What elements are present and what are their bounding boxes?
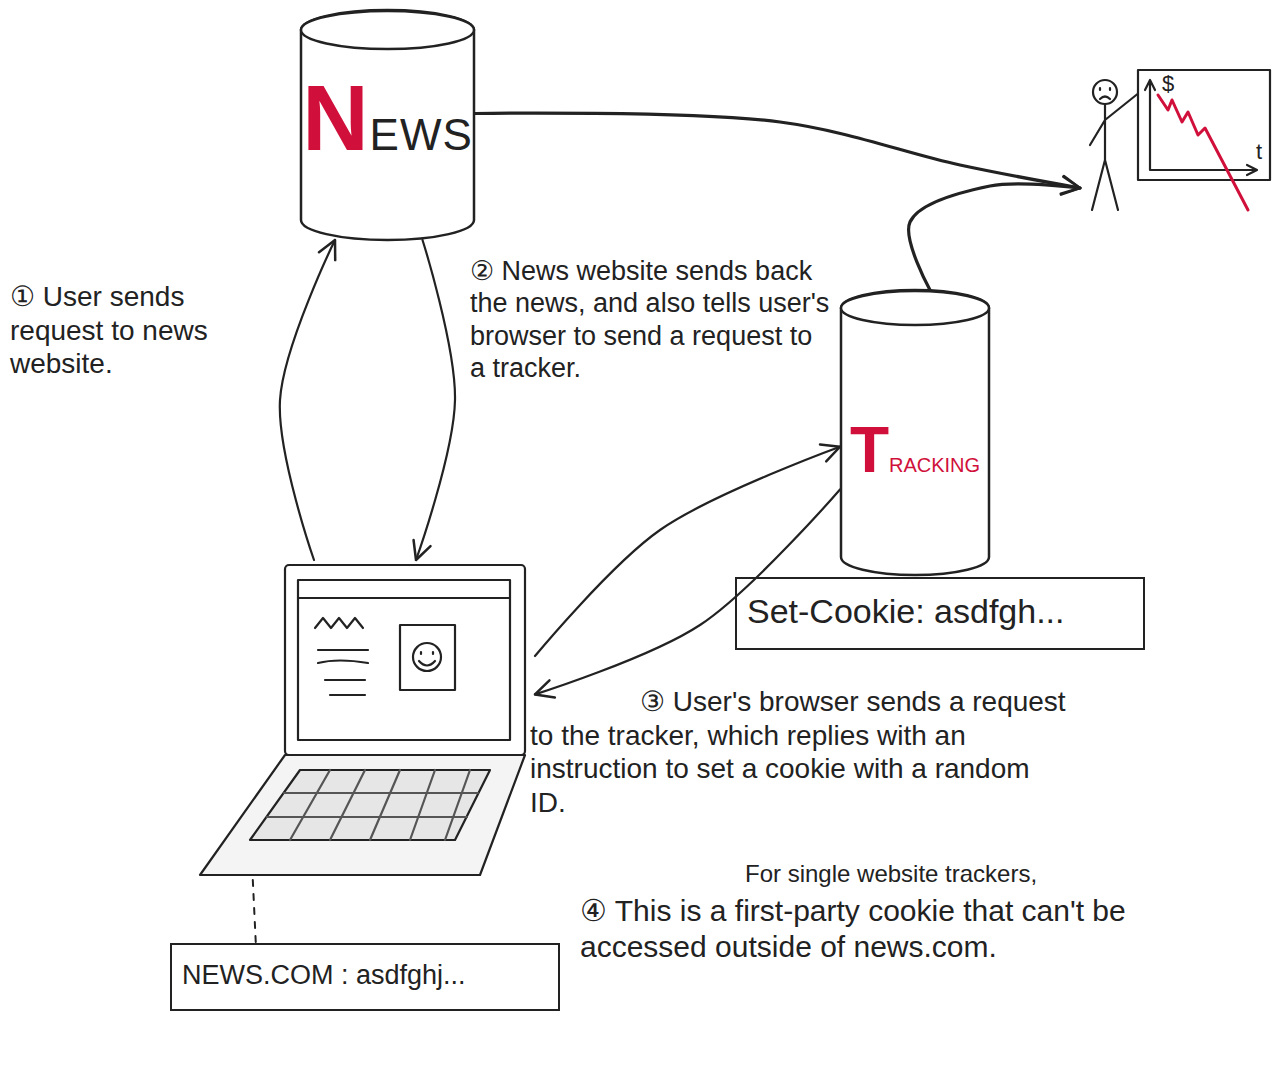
laptop xyxy=(195,560,535,880)
step-note: ④ This is a first-party cookie that can'… xyxy=(580,893,1240,965)
http-header-box: Set-Cookie: asdfgh... xyxy=(735,577,1145,650)
cylinder-body xyxy=(301,10,474,240)
page-heading-squiggle xyxy=(315,618,363,628)
laptop-keyboard-base xyxy=(200,755,525,875)
laptop-keyboard xyxy=(250,770,490,840)
person-head xyxy=(1093,80,1117,104)
step-note: ② News website sends back the news, and … xyxy=(470,255,830,385)
keyboard-row-lines xyxy=(267,793,478,817)
browser-window xyxy=(298,580,510,740)
database-cylinder: TRACKING xyxy=(840,290,990,575)
header-text: Set-Cookie: asdfgh... xyxy=(747,593,1065,630)
cookie-text: NEWS.COM : asdfghj... xyxy=(182,961,466,991)
cylinder-top xyxy=(841,291,989,325)
dotted-link xyxy=(253,880,256,943)
browser-title-bar xyxy=(298,597,510,599)
laptop-illustration xyxy=(200,565,525,875)
axis-label: t xyxy=(1256,140,1262,164)
page-image-box xyxy=(400,625,455,690)
server-name: NEWS xyxy=(300,72,475,164)
annotation-note: For single website trackers, xyxy=(745,860,1145,889)
cookie-store-box: NEWS.COM : asdfghj... xyxy=(170,943,560,1011)
step-note: ③ User's browser sends a request to the … xyxy=(530,685,1070,819)
smiley-face xyxy=(413,643,441,671)
chart-board xyxy=(1138,70,1270,180)
database-cylinder: NEWS xyxy=(300,10,475,240)
step-note: ① User sends request to news website. xyxy=(10,280,275,381)
person-with-chart xyxy=(1090,70,1270,210)
server-name: TRACKING xyxy=(840,418,990,482)
smiley-features xyxy=(419,652,435,666)
request-arrow xyxy=(280,240,335,560)
page-text-lines xyxy=(318,650,368,695)
request-arrow xyxy=(909,184,1080,290)
keyboard-column-lines xyxy=(290,770,470,840)
laptop-screen xyxy=(285,565,525,755)
revenue-chart: $t xyxy=(1080,60,1275,220)
sad-face xyxy=(1100,88,1110,99)
request-arrow xyxy=(475,113,1080,188)
cylinder-body xyxy=(841,290,989,575)
cylinder-top xyxy=(301,11,474,49)
falling-revenue-line xyxy=(1158,95,1248,210)
stick-figure-body xyxy=(1090,92,1140,210)
chart-axes xyxy=(1145,80,1257,175)
request-arrow xyxy=(416,240,455,560)
axis-label: $ xyxy=(1162,72,1174,96)
